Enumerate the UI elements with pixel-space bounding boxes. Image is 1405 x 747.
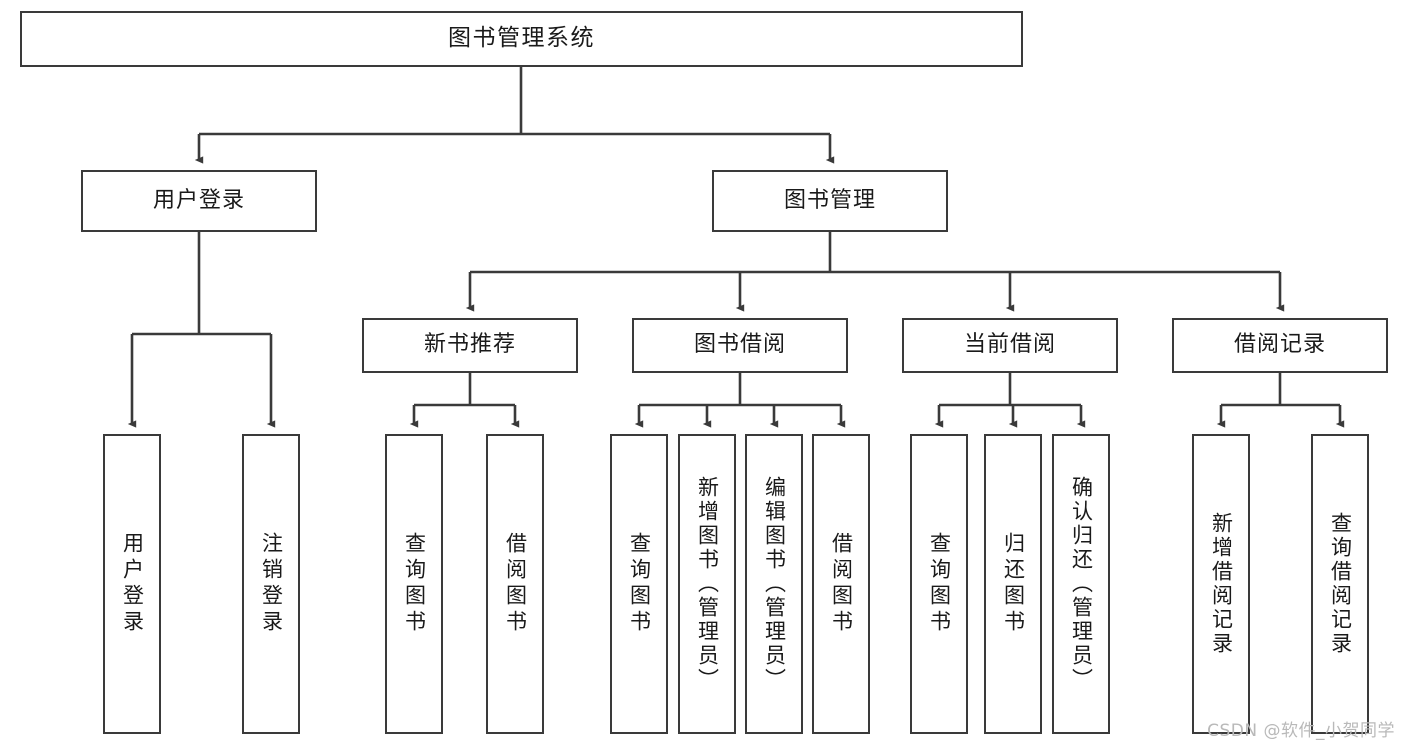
leaf-confirm-return-admin-label: 确认归还（管理员）	[1069, 476, 1094, 692]
node-book-borrow[interactable]: 图书借阅	[632, 318, 848, 373]
node-user-login[interactable]: 用户登录	[81, 170, 317, 232]
leaf-confirm-return-admin[interactable]: 确认归还（管理员）	[1052, 434, 1110, 734]
node-book-management-label: 图书管理	[783, 187, 876, 213]
leaf-add-book-admin[interactable]: 新增图书（管理员）	[678, 434, 736, 734]
node-current-borrow[interactable]: 当前借阅	[902, 318, 1118, 373]
leaf-user-login-label: 用户登录	[120, 532, 145, 636]
node-current-borrow-label: 当前借阅	[963, 332, 1056, 358]
leaf-query-book-recommend-label: 查询图书	[402, 532, 427, 636]
leaf-add-book-admin-label: 新增图书（管理员）	[695, 476, 720, 692]
watermark: CSDN @软件_小贺同学	[1207, 721, 1395, 741]
leaf-query-book-borrow[interactable]: 查询图书	[610, 434, 668, 734]
leaf-logout[interactable]: 注销登录	[242, 434, 300, 734]
leaf-return-book-label: 归还图书	[1001, 532, 1026, 636]
leaf-borrow-book-recommend-label: 借阅图书	[503, 532, 528, 636]
leaf-return-book[interactable]: 归还图书	[984, 434, 1042, 734]
node-user-login-label: 用户登录	[152, 187, 245, 213]
root-book-management-system-label: 图书管理系统	[448, 25, 595, 52]
leaf-query-borrow-record-label: 查询借阅记录	[1328, 512, 1353, 656]
leaf-add-borrow-record[interactable]: 新增借阅记录	[1192, 434, 1250, 734]
leaf-edit-book-admin-label: 编辑图书（管理员）	[762, 476, 787, 692]
node-book-borrow-label: 图书借阅	[693, 332, 786, 358]
root-book-management-system[interactable]: 图书管理系统	[20, 11, 1023, 67]
leaf-query-borrow-record[interactable]: 查询借阅记录	[1311, 434, 1369, 734]
node-new-book-recommend[interactable]: 新书推荐	[362, 318, 578, 373]
leaf-user-login[interactable]: 用户登录	[103, 434, 161, 734]
node-borrow-record-label: 借阅记录	[1233, 332, 1326, 358]
leaf-borrow-book-recommend[interactable]: 借阅图书	[486, 434, 544, 734]
leaf-query-book-recommend[interactable]: 查询图书	[385, 434, 443, 734]
node-new-book-recommend-label: 新书推荐	[423, 332, 516, 358]
leaf-add-borrow-record-label: 新增借阅记录	[1209, 512, 1234, 656]
leaf-query-book-borrow-label: 查询图书	[627, 532, 652, 636]
leaf-query-book-current-label: 查询图书	[927, 532, 952, 636]
leaf-logout-label: 注销登录	[259, 532, 284, 636]
leaf-borrow-book-borrow[interactable]: 借阅图书	[812, 434, 870, 734]
node-borrow-record[interactable]: 借阅记录	[1172, 318, 1388, 373]
leaf-edit-book-admin[interactable]: 编辑图书（管理员）	[745, 434, 803, 734]
leaf-borrow-book-borrow-label: 借阅图书	[829, 532, 854, 636]
node-book-management[interactable]: 图书管理	[712, 170, 948, 232]
leaf-query-book-current[interactable]: 查询图书	[910, 434, 968, 734]
